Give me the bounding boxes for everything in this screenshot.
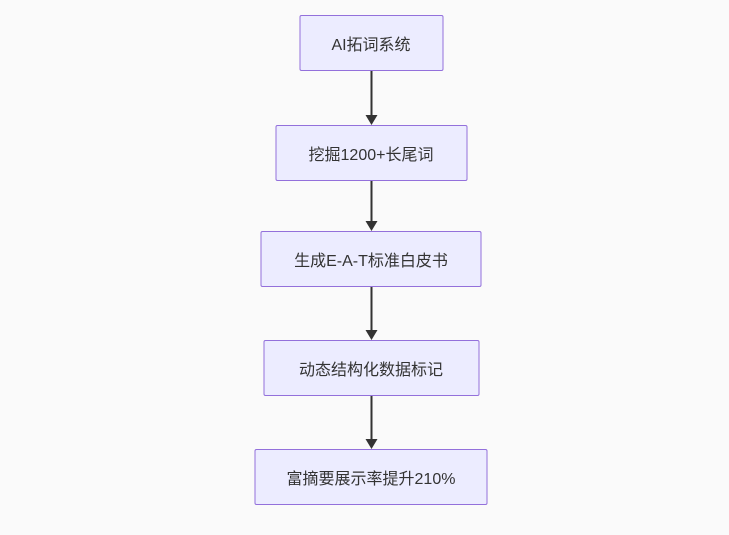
- flow-node-structured-data-markup: 动态结构化数据标记: [263, 340, 479, 396]
- flow-node-ai-keyword-system: AI拓词系统: [299, 15, 443, 71]
- arrow-head-icon: [365, 221, 377, 231]
- arrow-down-icon: [365, 71, 377, 125]
- arrow-head-icon: [365, 439, 377, 449]
- arrow-head-icon: [365, 115, 377, 125]
- flow-node-label: 动态结构化数据标记: [298, 362, 443, 379]
- flow-node-longtail-mining: 挖掘1200+长尾词: [275, 125, 467, 181]
- arrow-shaft: [370, 71, 372, 115]
- arrow-head-icon: [365, 330, 377, 340]
- flow-node-label: 挖掘1200+长尾词: [308, 147, 434, 164]
- arrow-shaft: [370, 396, 372, 439]
- arrow-down-icon: [365, 181, 377, 231]
- flow-node-eat-whitepaper: 生成E-A-T标准白皮书: [260, 231, 482, 287]
- flow-node-label: AI拓词系统: [331, 37, 411, 54]
- arrow-down-icon: [365, 396, 377, 449]
- arrow-down-icon: [365, 287, 377, 340]
- arrow-shaft: [370, 181, 372, 221]
- flow-node-label: 富摘要展示率提升210%: [286, 471, 456, 488]
- flow-node-rich-snippet-result: 富摘要展示率提升210%: [254, 449, 488, 505]
- flow-node-label: 生成E-A-T标准白皮书: [294, 253, 448, 270]
- arrow-shaft: [370, 287, 372, 330]
- flowchart-column: AI拓词系统 挖掘1200+长尾词 生成E-A-T标准白皮书 动态结构化数据标记: [254, 15, 488, 505]
